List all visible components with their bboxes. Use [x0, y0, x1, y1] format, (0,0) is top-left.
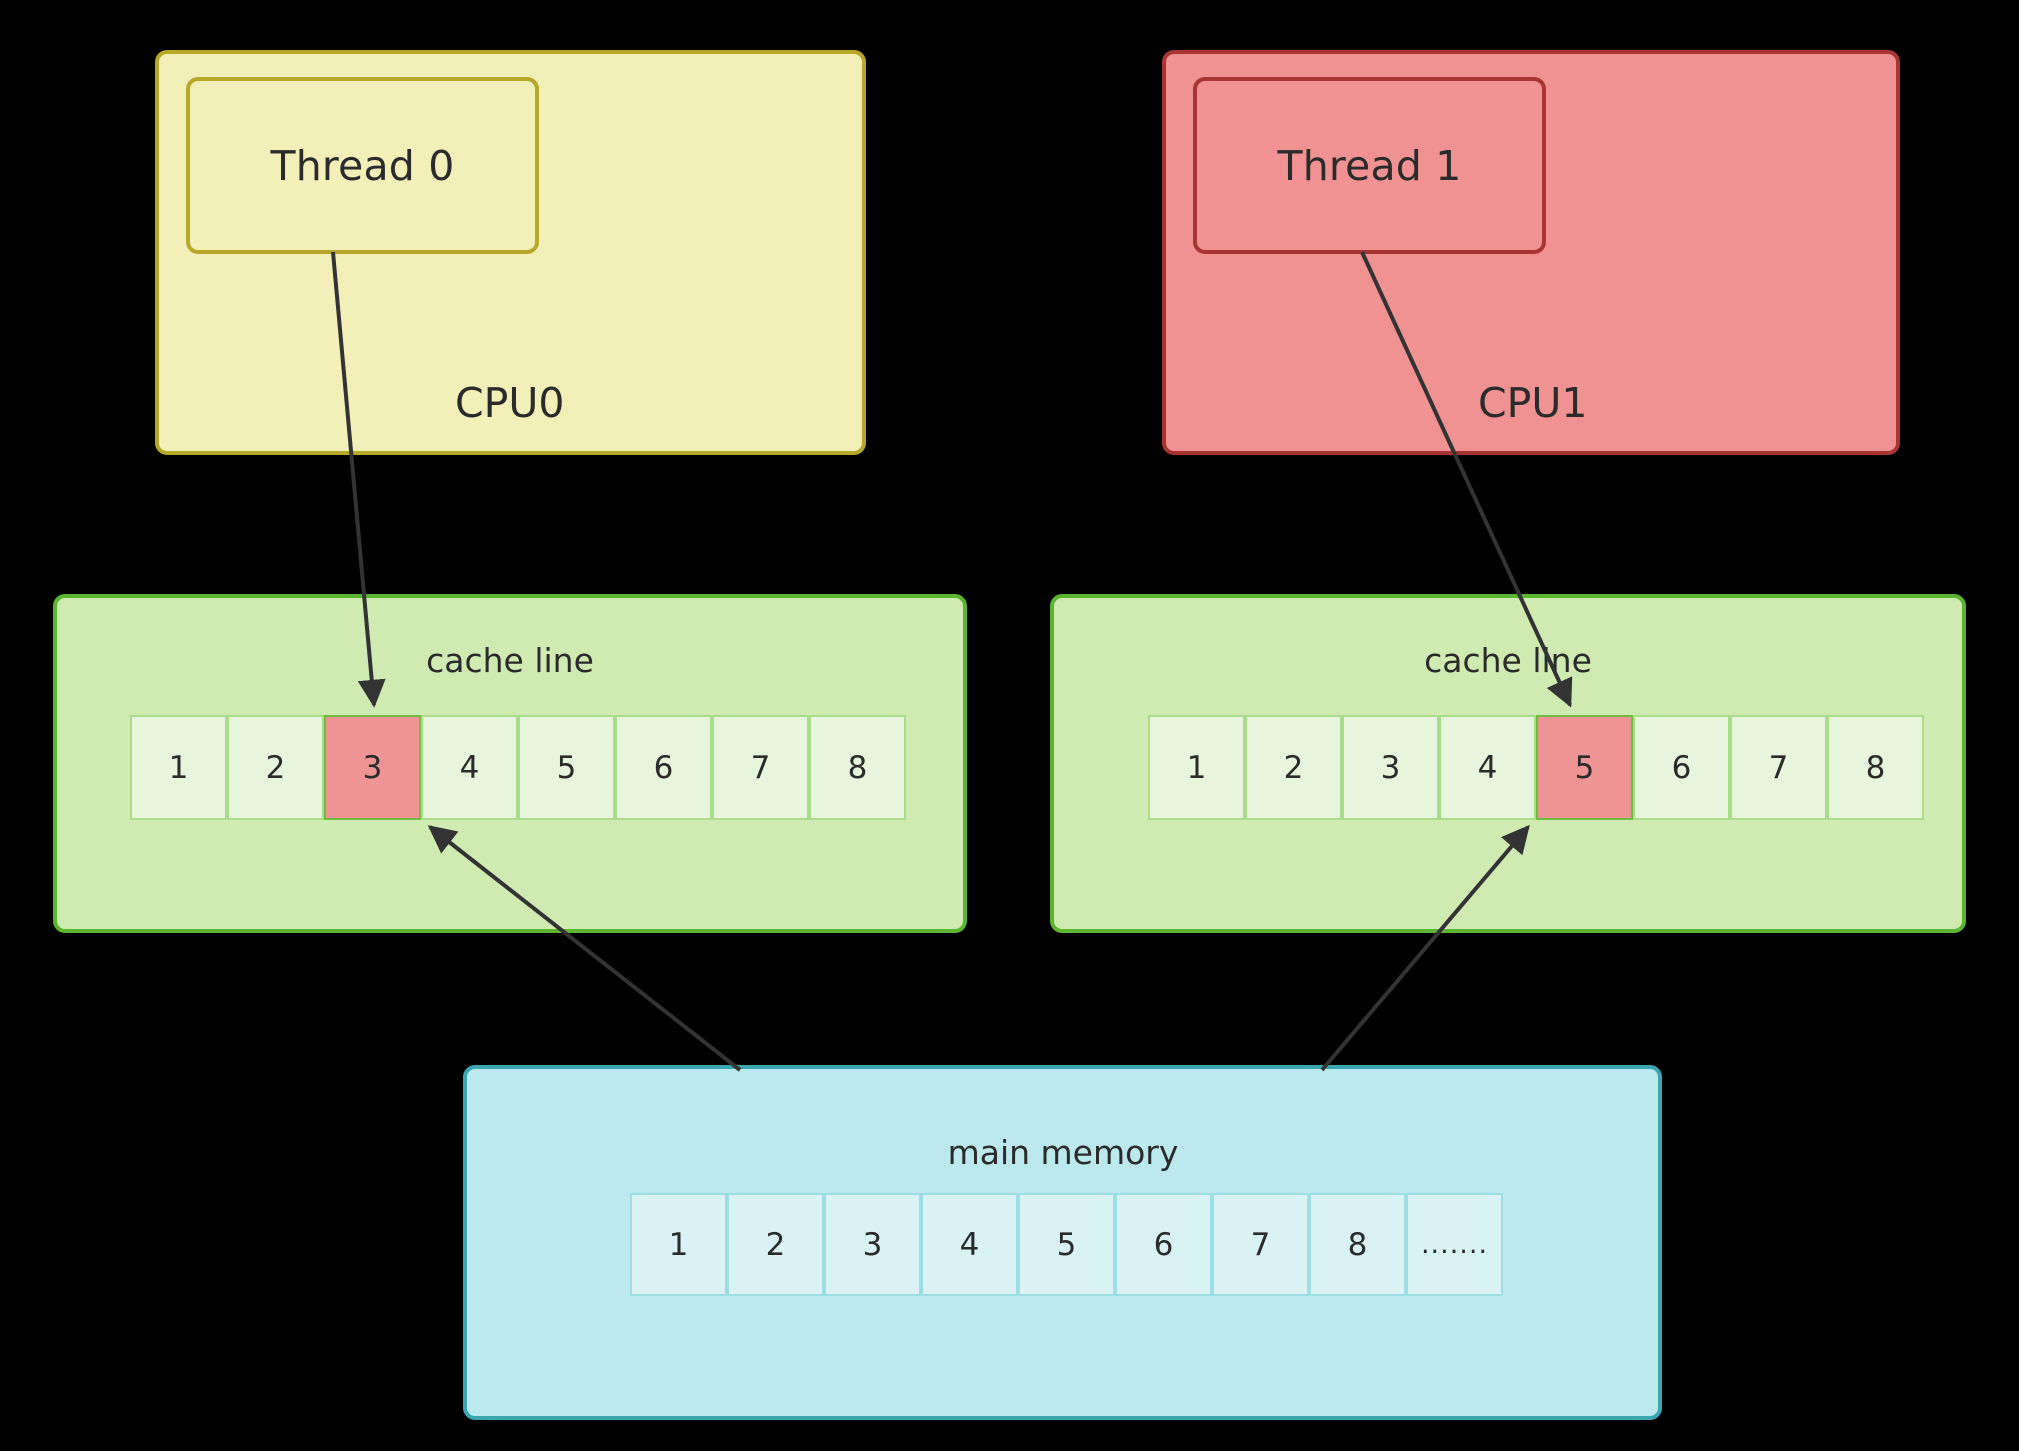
cache-line-1-cell-3: 3 [1342, 715, 1439, 820]
main-memory-cell-3: 3 [824, 1193, 921, 1296]
cache-line-0-cell-5: 5 [518, 715, 615, 820]
cache-line-1-cell-6: 6 [1633, 715, 1730, 820]
cache-line-1-cell-2: 2 [1245, 715, 1342, 820]
cache-line-1-cell-1: 1 [1148, 715, 1245, 820]
thread0-box: Thread 0 [186, 77, 539, 254]
main-memory-cell-9: ....... [1406, 1193, 1503, 1296]
cache-line-0-cell-1: 1 [130, 715, 227, 820]
main-memory-cell-5: 5 [1018, 1193, 1115, 1296]
main-memory-cell-6: 6 [1115, 1193, 1212, 1296]
main-memory-cell-4: 4 [921, 1193, 1018, 1296]
cache-line-0-cell-4: 4 [421, 715, 518, 820]
cache-line-0-cell-8: 8 [809, 715, 906, 820]
cache-line-1-cell-7: 7 [1730, 715, 1827, 820]
main-memory-cell-2: 2 [727, 1193, 824, 1296]
cpu0-label: CPU0 [455, 379, 565, 427]
main-memory-cell-7: 7 [1212, 1193, 1309, 1296]
main-memory-cell-8: 8 [1309, 1193, 1406, 1296]
main-memory-title: main memory [947, 1133, 1179, 1172]
thread1-box: Thread 1 [1193, 77, 1546, 254]
main-memory-cell-1: 1 [630, 1193, 727, 1296]
cache-line-0-cell-2: 2 [227, 715, 324, 820]
cache-line-1-cell-4: 4 [1439, 715, 1536, 820]
cache-line-0-title: cache line [426, 641, 594, 680]
cache-line-0-cell-3: 3 [324, 715, 421, 820]
cache-line-1-cell-8: 8 [1827, 715, 1924, 820]
cache-line-0-cell-6: 6 [615, 715, 712, 820]
thread0-label: Thread 0 [270, 141, 455, 190]
cache-line-1-title: cache line [1424, 641, 1592, 680]
cpu1-label: CPU1 [1478, 379, 1588, 427]
cache-line-0-cell-7: 7 [712, 715, 809, 820]
cache-line-1-cell-5: 5 [1536, 715, 1633, 820]
thread1-label: Thread 1 [1277, 141, 1462, 190]
cpu0-container: Thread 0 [155, 50, 866, 455]
